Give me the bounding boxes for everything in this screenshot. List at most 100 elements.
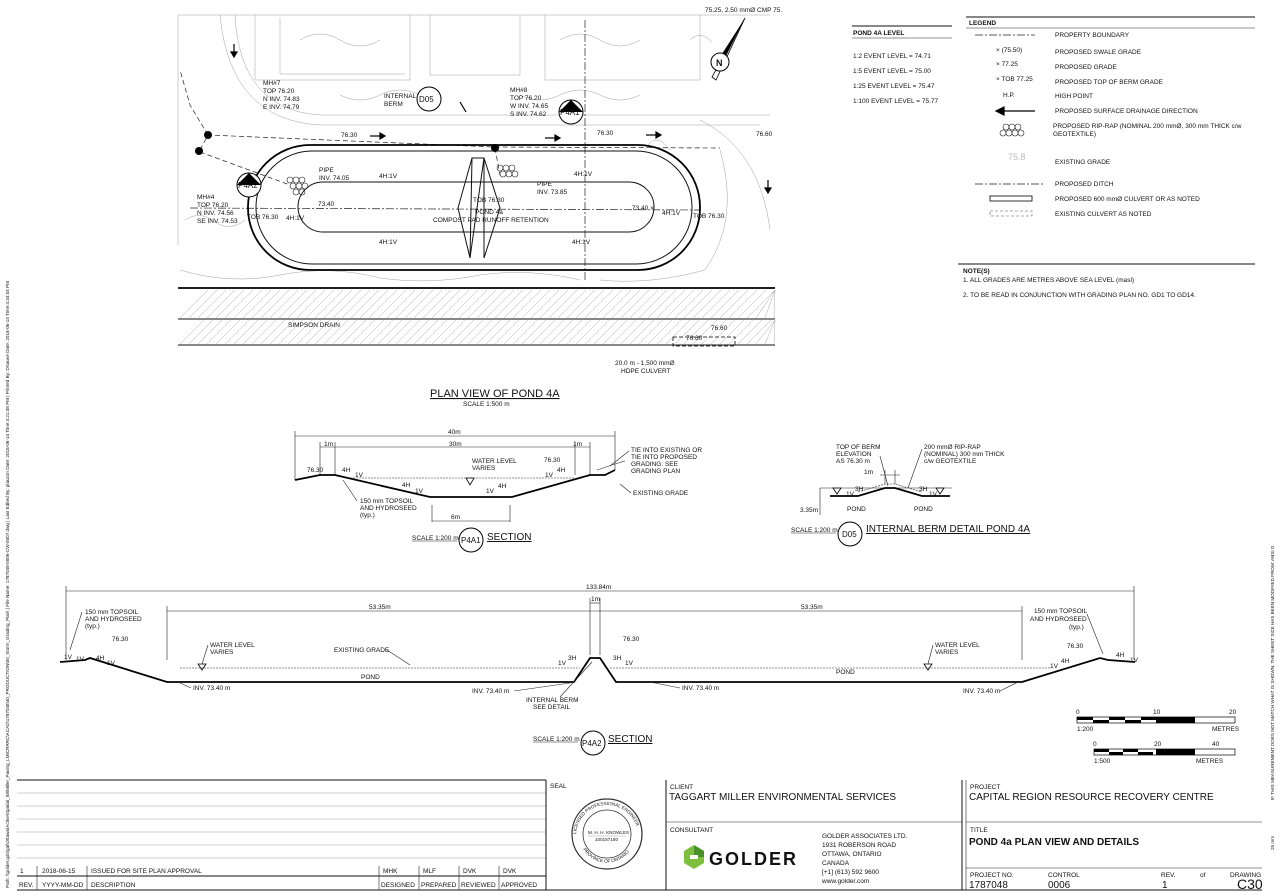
- tob-label: TOB 76.30: [247, 214, 279, 221]
- svg-text:METRES: METRES: [1212, 726, 1240, 733]
- svg-text:WATER LEVEL: WATER LEVEL: [935, 642, 980, 649]
- svg-text:1V: 1V: [64, 654, 73, 661]
- svg-text:20: 20: [1154, 741, 1162, 748]
- svg-text:1V: 1V: [1130, 657, 1139, 664]
- svg-text:1:200: 1:200: [1077, 726, 1094, 733]
- svg-text:PROPOSED 600 mmØ CULVERT OR AS: PROPOSED 600 mmØ CULVERT OR AS NOTED: [1055, 196, 1200, 203]
- svg-text:ELEVATION: ELEVATION: [836, 451, 872, 458]
- svg-text:76.30: 76.30: [623, 636, 640, 643]
- svg-text:1. ALL GRADES ARE METRES ABOV: 1. ALL GRADES ARE METRES ABOVE SEA LEVEL…: [963, 277, 1134, 284]
- pond-outer-berm: [247, 144, 701, 271]
- svg-text:H.P.: H.P.: [1003, 92, 1015, 99]
- svg-text:10: 10: [1153, 709, 1161, 716]
- svg-text:× (75.50): × (75.50): [996, 47, 1022, 54]
- svg-text:SCALE 1:200 m: SCALE 1:200 m: [412, 535, 459, 542]
- plan-view-scale: SCALE 1:500 m: [463, 401, 510, 408]
- section-p4a1: 40m 1m 30m 1m 6m 76.30 76.30 4H 1V 4H 1V…: [294, 429, 702, 553]
- plan-view-title: PLAN VIEW OF POND 4A: [430, 388, 560, 400]
- svg-text:4H: 4H: [342, 467, 351, 474]
- svg-text:INV. 73.40 m: INV. 73.40 m: [193, 685, 230, 692]
- svg-text:53.35m: 53.35m: [801, 604, 823, 611]
- left-margin-path: Path: \\golder.gds\gal\Ottawa\Active\Spa…: [5, 281, 10, 888]
- engineer-seal: LICENSED PROFESSIONAL ENGINEER PROVINCE …: [571, 798, 643, 870]
- client-name: TAGGART MILLER ENVIRONMENTAL SERVICES: [669, 792, 896, 803]
- svg-text:1:100 EVENT LEVEL = 75.77: 1:100 EVENT LEVEL = 75.77: [853, 98, 938, 105]
- svg-text:YYYY-MM-DD: YYYY-MM-DD: [42, 882, 84, 889]
- svg-text:PIPE: PIPE: [537, 181, 552, 188]
- pipe-left-label: PIPE INV. 74.05: [319, 167, 350, 182]
- svg-text:(NOMINAL) 300 mm THICK: (NOMINAL) 300 mm THICK: [924, 451, 1005, 458]
- grade-label: 76.30: [597, 130, 614, 137]
- hdpe-culvert: [672, 336, 736, 347]
- svg-text:DRAWING: DRAWING: [1230, 872, 1261, 879]
- svg-text:PROJECT: PROJECT: [970, 784, 1000, 791]
- drawing-number: C30: [1237, 876, 1263, 892]
- internal-berm-detail: 3.35m 1m 3H 1V 3H 1V POND POND TOP OF BE…: [791, 444, 1030, 547]
- north-arrow-icon: N: [710, 17, 746, 81]
- svg-text:100157180: 100157180: [595, 837, 618, 842]
- svg-text:WATER LEVEL: WATER LEVEL: [472, 458, 517, 465]
- svg-text:SCALE 1:200 m: SCALE 1:200 m: [791, 527, 838, 534]
- svg-text:N INV. 74.56: N INV. 74.56: [197, 210, 234, 217]
- svg-text:1V: 1V: [415, 488, 424, 495]
- mh8-label: MH#8 TOP 76.20 W INV. 74.65 S INV. 74.62: [510, 87, 548, 118]
- svg-text:CONSULTANT: CONSULTANT: [670, 827, 713, 834]
- svg-text:VARIES: VARIES: [935, 649, 959, 656]
- svg-text:METRES: METRES: [1196, 758, 1224, 765]
- svg-text:PROPERTY BOUNDARY: PROPERTY BOUNDARY: [1055, 32, 1130, 39]
- svg-text:3H: 3H: [613, 655, 622, 662]
- pond-sublabel: COMPOST PAD RUNOFF RETENTION: [433, 217, 549, 224]
- svg-text:VARIES: VARIES: [472, 465, 496, 472]
- project-number: 1787048: [969, 880, 1008, 891]
- svg-text:PIPE: PIPE: [319, 167, 334, 174]
- svg-text:1:25 EVENT LEVEL = 75.47: 1:25 EVENT LEVEL = 75.47: [853, 83, 935, 90]
- svg-text:PROVINCE OF ONTARIO: PROVINCE OF ONTARIO: [582, 847, 630, 864]
- svg-text:AND HYDROSEED: AND HYDROSEED: [360, 505, 417, 512]
- pond-level-table: POND 4A LEVEL 1:2 EVENT LEVEL = 74.71 1:…: [852, 25, 952, 105]
- control-number: 0006: [1048, 880, 1071, 891]
- grade-label: 76.30: [341, 132, 358, 139]
- svg-text:76.30: 76.30: [307, 467, 324, 474]
- svg-text:TIE INTO PROPOSED: TIE INTO PROPOSED: [631, 454, 697, 461]
- scale-bar-2: 0 20 40 1:500 METRES: [1093, 741, 1236, 765]
- svg-text:SCALE 1:200 m: SCALE 1:200 m: [533, 736, 580, 743]
- svg-text:HDPE CULVERT: HDPE CULVERT: [621, 368, 671, 375]
- simpson-drain: SIMPSON DRAIN: [178, 287, 776, 346]
- svg-text:REVIEWED: REVIEWED: [461, 882, 496, 889]
- bottom-grade-label: 73.40: [318, 201, 335, 208]
- bottom-grade-label: 73.40 ×: [632, 205, 654, 212]
- svg-text:3H: 3H: [855, 486, 864, 493]
- tag-p4a2: P4A2: [236, 172, 262, 198]
- top-grade-label: 75.25, 2.50 mmØ CMP 75.: [705, 7, 782, 14]
- right-margin-mm: 25 mm: [1270, 836, 1275, 850]
- svg-text:30m: 30m: [449, 441, 462, 448]
- culvert-grade: 76.60: [686, 335, 703, 342]
- svg-text:S INV. 74.62: S INV. 74.62: [510, 111, 547, 118]
- project-name: CAPITAL REGION RESOURCE RECOVERY CENTRE: [969, 792, 1214, 803]
- svg-text:EXISTING CULVERT AS NOTED: EXISTING CULVERT AS NOTED: [1055, 211, 1152, 218]
- tob-label: TOB 76.30: [473, 197, 505, 204]
- svg-text:20: 20: [1229, 709, 1237, 716]
- drainage-arrows: [229, 44, 773, 195]
- manhole-mh7: [204, 131, 212, 139]
- svg-text:POND 4A LEVEL: POND 4A LEVEL: [853, 30, 904, 37]
- rev-number: 1: [20, 868, 24, 875]
- svg-text:D05: D05: [842, 530, 857, 539]
- slope-label: 4H:1V: [286, 215, 305, 222]
- svg-text:6m: 6m: [451, 514, 460, 521]
- svg-text:1V: 1V: [558, 660, 567, 667]
- svg-text:TOP 76.20: TOP 76.20: [197, 202, 229, 209]
- svg-text:CLIENT: CLIENT: [670, 784, 693, 791]
- notes: NOTE(S) 1. ALL GRADES ARE METRES ABOVE S…: [958, 263, 1255, 299]
- svg-text:53.35m: 53.35m: [369, 604, 391, 611]
- svg-text:POND: POND: [361, 674, 380, 681]
- tob-label: TOB 76.30: [693, 213, 725, 220]
- svg-text:GRADING PLAN: GRADING PLAN: [631, 468, 680, 475]
- svg-text:(typ.): (typ.): [85, 623, 100, 630]
- drainage-arrow-symbol: [994, 106, 1035, 116]
- svg-text:MH#4: MH#4: [197, 194, 215, 201]
- riprap-symbol: [999, 123, 1025, 137]
- svg-text:E INV. 74.79: E INV. 74.79: [263, 104, 300, 111]
- riprap-right: [496, 164, 519, 178]
